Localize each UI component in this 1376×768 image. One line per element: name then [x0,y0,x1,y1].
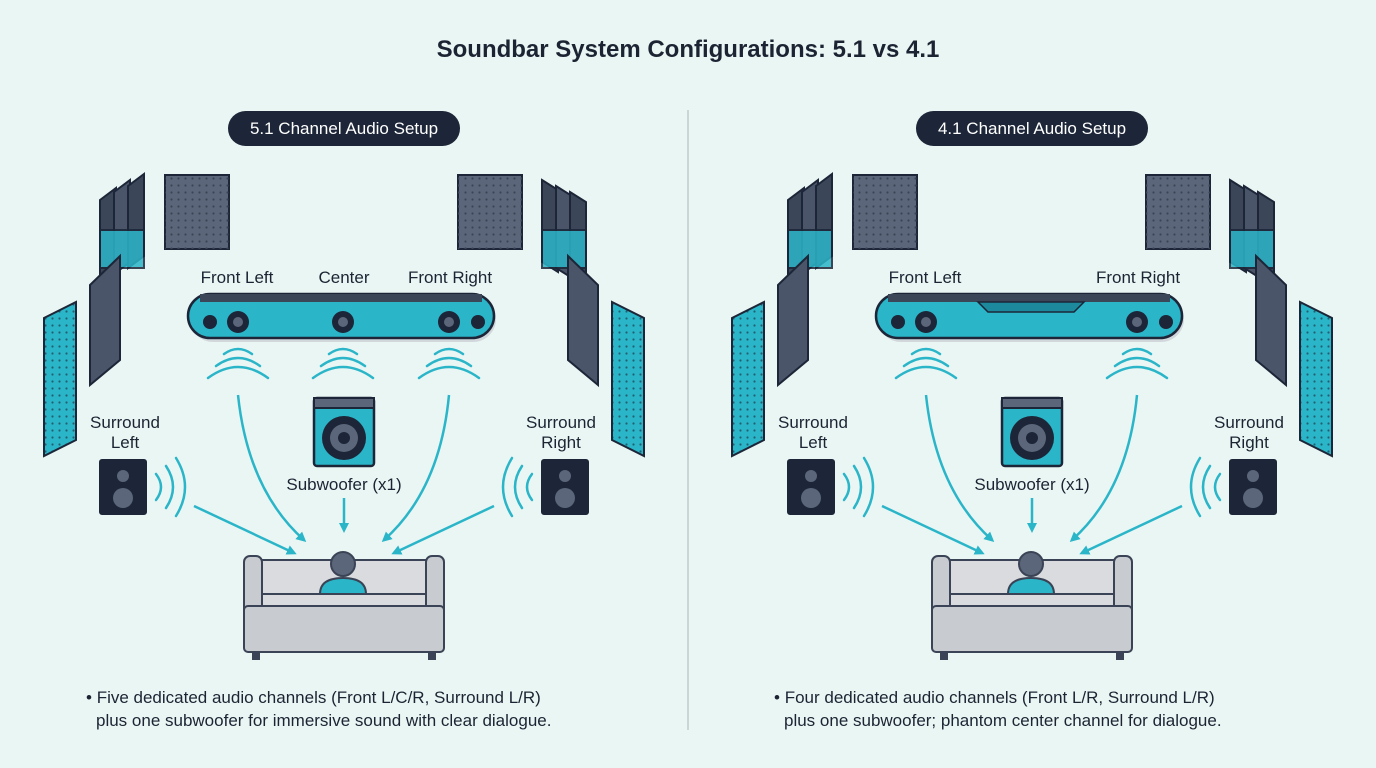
surround-left-speaker-icon [99,459,147,515]
subwoofer-5-1-icon [312,396,376,468]
couch-with-listener-icon [243,551,445,660]
sound-waves-surround-right-icon [1189,456,1222,518]
surround-left-speaker-icon [787,459,835,515]
label-surround-left: Surround Left [768,413,858,453]
label-front-right: Front Right [407,268,493,287]
panel-heading-5-1: 5.1 Channel Audio Setup [228,111,460,146]
sound-waves-front-icon [206,347,481,380]
sound-path-arrows-icon [193,394,495,555]
label-surround-right: Surround Right [516,413,606,453]
label-surround-left-line2: Left [110,433,140,452]
label-surround-left-line1: Surround [778,413,848,432]
description-4-1-line2: plus one subwoofer; phantom center chann… [784,711,1222,730]
panel-5-1: 5.1 Channel Audio Setup [43,111,645,732]
acoustic-panel-stack-right-icon [541,178,645,458]
label-front-left: Front Left [888,268,962,287]
description-5-1: • Five dedicated audio channels (Front L… [86,686,551,732]
label-surround-left-line1: Surround [90,413,160,432]
label-subwoofer: Subwoofer (x1) [286,475,402,494]
bullet-dot: • [86,688,97,707]
surround-right-speaker-icon [541,459,589,515]
label-subwoofer: Subwoofer (x1) [974,475,1090,494]
acoustic-panel-stack-right-icon [1229,178,1333,458]
sound-waves-surround-left-icon [842,456,875,518]
sound-waves-surround-right-icon [501,456,534,518]
panel-4-1: 4.1 Channel Audio Setup [688,0,1376,768]
description-5-1-line2: plus one subwoofer for immersive sound w… [96,711,552,730]
sound-waves-front-icon [894,347,1169,380]
description-5-1-line1: Five dedicated audio channels (Front L/C… [96,688,541,707]
label-surround-right-line1: Surround [1214,413,1284,432]
sound-path-arrows-icon [881,394,1183,555]
label-surround-right-line2: Right [1229,433,1269,452]
sound-waves-surround-left-icon [154,456,187,518]
scene-4-1 [731,172,1333,660]
label-surround-left: Surround Left [80,413,170,453]
acoustic-panel-stack-left-icon [731,172,833,458]
panel-divider [687,110,689,730]
label-front-right: Front Right [1095,268,1181,287]
panel-heading-4-1: 4.1 Channel Audio Setup [916,111,1148,146]
acoustic-panel-square-left-icon [164,174,230,250]
label-surround-right-line1: Surround [526,413,596,432]
label-surround-right-line2: Right [541,433,581,452]
label-front-left: Front Left [200,268,274,287]
acoustic-panel-square-left-icon [852,174,918,250]
subwoofer-4-1-icon [1000,396,1064,468]
label-surround-left-line2: Left [798,433,828,452]
diagram-title: Soundbar System Configurations: 5.1 vs 4… [436,36,940,63]
couch-with-listener-icon [931,551,1133,660]
label-center: Center [318,268,370,287]
soundbar-5-1-icon [186,292,496,342]
surround-right-speaker-icon [1229,459,1277,515]
description-4-1: • Four dedicated audio channels (Front L… [774,686,1222,732]
scene-5-1 [43,172,645,660]
acoustic-panel-square-right-icon [1145,174,1211,250]
acoustic-panel-square-right-icon [457,174,523,250]
soundbar-4-1-icon [874,292,1184,342]
acoustic-panel-stack-left-icon [43,172,145,458]
description-4-1-line1: Four dedicated audio channels (Front L/R… [784,688,1215,707]
label-surround-right: Surround Right [1204,413,1294,453]
bullet-dot: • [774,688,785,707]
